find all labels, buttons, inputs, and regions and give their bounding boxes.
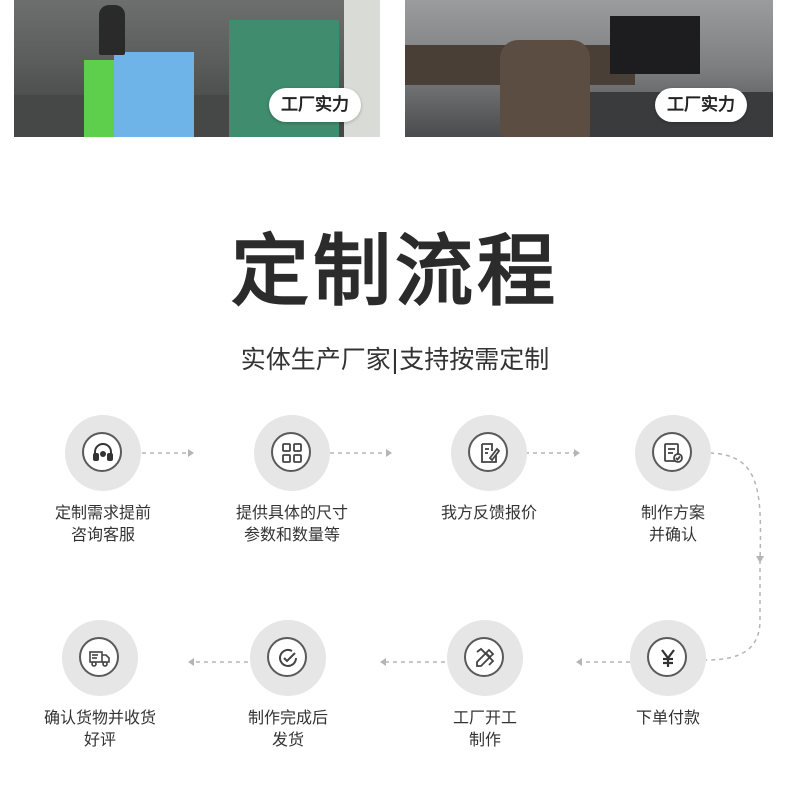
page-title: 定制流程 [230, 227, 559, 317]
step-8-circle [62, 620, 138, 696]
step-4-circle [635, 415, 711, 491]
delivery-truck-icon [89, 651, 110, 667]
arrow-3-4 [574, 449, 580, 457]
step-7-circle [250, 620, 326, 696]
step-5-label: 下单付款 [635, 708, 700, 727]
photo-paper-stack-green [84, 60, 114, 137]
step-4-label: 制作方案 并确认 [640, 503, 705, 544]
step-6-label: 工厂开工 制作 [452, 708, 517, 749]
step-7-label: 制作完成后 发货 [247, 708, 328, 749]
factory-photo-left: 工厂实力 [14, 0, 380, 137]
connector-4-5 [705, 452, 762, 661]
step-1-label: 定制需求提前 咨询客服 [54, 503, 151, 544]
arrow-6-7 [380, 658, 386, 666]
step-6-circle [447, 620, 523, 696]
arrow-7-8 [188, 658, 194, 666]
step-8-label: 确认货物并收货 好评 [43, 708, 156, 749]
photo-monitor [610, 16, 700, 74]
arrow-1-2 [188, 449, 194, 457]
grid-icon [282, 443, 302, 463]
office-photo-right: 工厂实力 [405, 0, 773, 137]
photo-badge-right: 工厂实力 [655, 88, 747, 122]
step-2-circle [254, 415, 330, 491]
checkmark-icon [279, 648, 297, 667]
step-3-circle [451, 415, 527, 491]
step-3-label: 我方反馈报价 [440, 503, 537, 522]
headset-icon [93, 443, 113, 461]
photo-badge-left: 工厂实力 [269, 88, 361, 122]
step-5-circle [630, 620, 706, 696]
edit-document-icon [481, 443, 501, 463]
yen-icon [661, 649, 675, 667]
arrow-2-3 [386, 449, 392, 457]
step-1-circle [65, 415, 141, 491]
photo-worker [99, 5, 125, 55]
arrow-4-5 [756, 556, 764, 563]
step-2-label: 提供具体的尺寸 参数和数量等 [235, 503, 348, 544]
arrow-5-6 [576, 658, 582, 666]
photo-chair [500, 40, 590, 137]
photo-paper-stack-blue [114, 52, 194, 137]
pencil-ruler-icon [476, 647, 495, 667]
page-subtitle: 实体生产厂家|支持按需定制 [240, 345, 550, 374]
checked-document-icon [664, 443, 683, 463]
